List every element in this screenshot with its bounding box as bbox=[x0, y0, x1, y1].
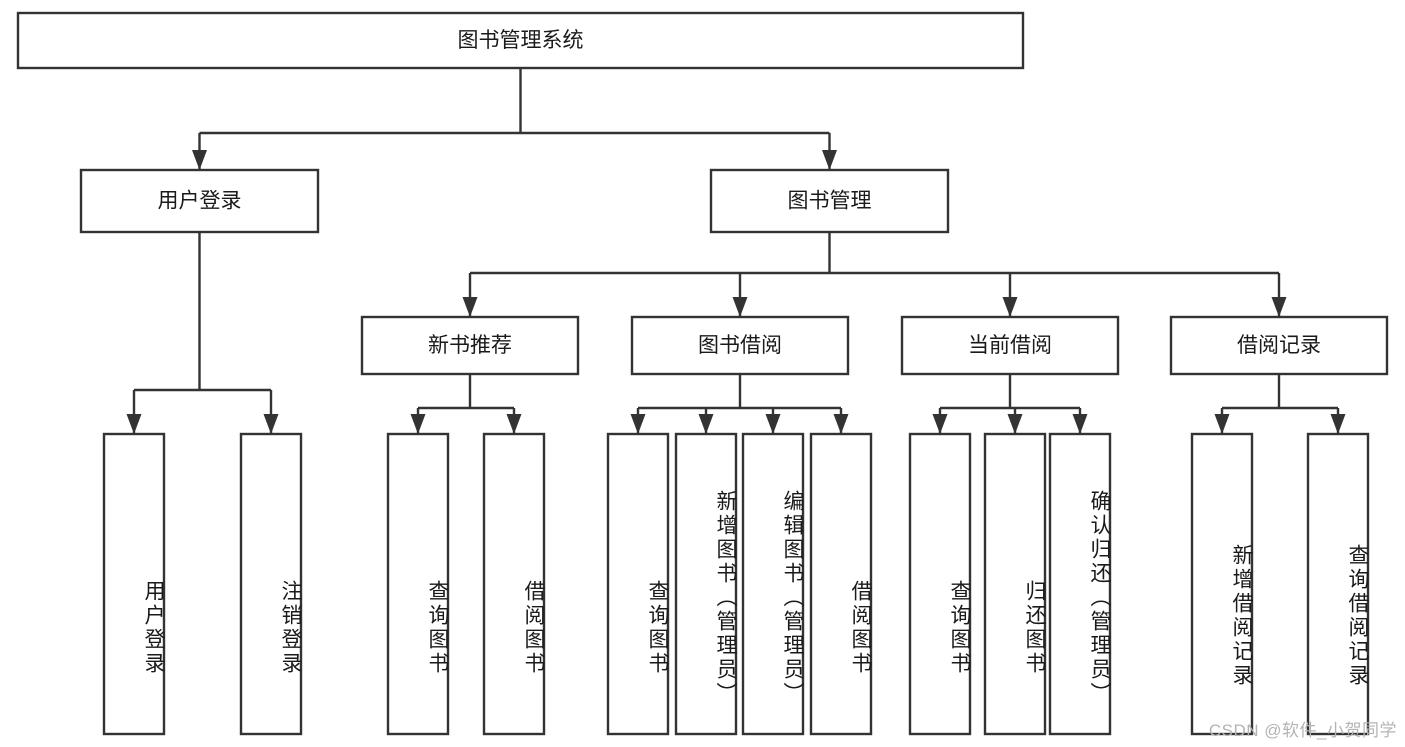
arrow-head-icon bbox=[462, 297, 478, 317]
node-leaf-3[interactable] bbox=[482, 432, 546, 736]
node-level2-label-2: 当前借阅 bbox=[968, 334, 1052, 357]
connector-layer bbox=[126, 68, 1346, 434]
arrow-head-icon bbox=[1214, 414, 1230, 434]
arrow-head-icon bbox=[192, 150, 207, 170]
arrow-head-icon bbox=[732, 297, 748, 317]
arrow-head-icon bbox=[1072, 414, 1088, 434]
node-level1-label-1: 图书管理 bbox=[788, 190, 872, 213]
node-leaf-0[interactable] bbox=[102, 432, 166, 736]
arrow-head-icon bbox=[506, 414, 522, 434]
watermark-text: CSDN @软件_小贺同学 bbox=[1208, 721, 1397, 740]
arrow-head-icon bbox=[263, 414, 279, 434]
node-root-label: 图书管理系统 bbox=[458, 29, 584, 52]
arrow-head-icon bbox=[630, 414, 646, 434]
node-level2-0[interactable] bbox=[360, 315, 580, 376]
node-leaf-12[interactable] bbox=[1306, 432, 1370, 736]
arrow-head-icon bbox=[1271, 297, 1287, 317]
node-level2-3[interactable] bbox=[1169, 315, 1389, 376]
arrow-head-icon bbox=[833, 414, 849, 434]
arrow-head-icon bbox=[126, 414, 142, 434]
node-leaf-4[interactable] bbox=[606, 432, 670, 736]
node-level1-1[interactable] bbox=[709, 168, 950, 234]
node-leaf-7[interactable] bbox=[809, 432, 873, 736]
node-level1-label-0: 用户登录 bbox=[158, 190, 242, 213]
node-level2-label-0: 新书推荐 bbox=[428, 334, 512, 357]
node-leaf-5[interactable] bbox=[674, 432, 738, 736]
node-leaf-11[interactable] bbox=[1190, 432, 1254, 736]
arrow-head-icon bbox=[1002, 297, 1018, 317]
node-level2-1[interactable] bbox=[630, 315, 850, 376]
arrow-head-icon bbox=[1330, 414, 1346, 434]
arrow-head-icon bbox=[1007, 414, 1023, 434]
node-leaf-1[interactable] bbox=[239, 432, 303, 736]
arrow-head-icon bbox=[822, 150, 837, 170]
node-level2-label-1: 图书借阅 bbox=[698, 334, 782, 357]
arrow-head-icon bbox=[932, 414, 948, 434]
node-root-图书管理系统[interactable] bbox=[16, 11, 1025, 70]
node-level2-2[interactable] bbox=[900, 315, 1120, 376]
arrow-head-icon bbox=[698, 414, 714, 434]
node-level2-label-3: 借阅记录 bbox=[1237, 334, 1321, 357]
node-level1-0[interactable] bbox=[79, 168, 320, 234]
node-leaf-8[interactable] bbox=[908, 432, 972, 736]
node-leaf-6[interactable] bbox=[741, 432, 805, 736]
arrow-head-icon bbox=[410, 414, 426, 434]
node-leaf-2[interactable] bbox=[386, 432, 450, 736]
node-box-layer bbox=[16, 11, 1389, 736]
node-leaf-9[interactable] bbox=[983, 432, 1047, 736]
arrow-head-icon bbox=[765, 414, 781, 434]
node-leaf-10[interactable] bbox=[1048, 432, 1112, 736]
